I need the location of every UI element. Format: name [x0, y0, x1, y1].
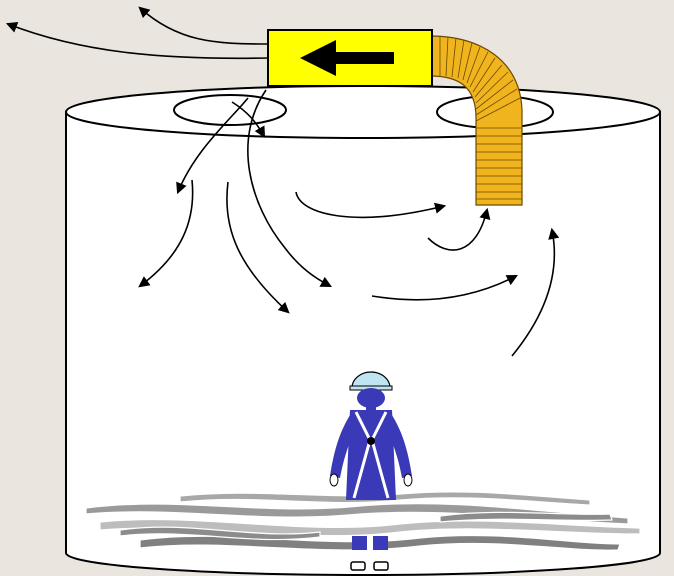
worker-neck	[366, 404, 376, 412]
intake-airflow	[138, 89, 332, 314]
exhaust-airflow	[5, 6, 269, 60]
fan-arrow-shaft	[330, 52, 394, 64]
worker-helmet	[351, 371, 391, 389]
exhaust-arrow-lower	[5, 22, 269, 60]
intake-arrow-1	[176, 97, 249, 195]
worker-hand-right	[403, 473, 413, 487]
circulation-arrow-2	[427, 207, 491, 251]
manhole-left	[173, 94, 287, 126]
tank-body	[65, 111, 661, 576]
worker-arm-left	[330, 412, 358, 478]
worker-head	[357, 388, 385, 408]
internal-airflow	[295, 191, 560, 357]
duct-ribs	[439, 36, 522, 200]
intake-arrow-4	[138, 179, 194, 288]
worker-harness	[352, 411, 390, 499]
circulation-arrow-1	[295, 191, 447, 219]
worker-arm-right	[384, 412, 412, 478]
harness-d-ring	[367, 437, 375, 445]
worker-boot-left	[350, 561, 366, 571]
fan-arrow-left-icon	[300, 40, 336, 76]
worker-boot-right	[373, 561, 389, 571]
intake-arrow-2	[231, 101, 266, 138]
tank-top-rim	[65, 85, 661, 139]
circulation-arrow-4	[511, 227, 560, 357]
worker-hand-left	[329, 473, 339, 487]
duct-body	[429, 35, 523, 206]
worker-figure	[329, 371, 413, 571]
intake-arrow-5	[226, 181, 290, 314]
exhaust-arrow-upper	[138, 6, 269, 45]
fan-body	[267, 29, 433, 87]
intake-arrow-3	[247, 89, 332, 288]
circulation-arrow-3	[371, 274, 518, 301]
flexible-duct	[429, 35, 523, 206]
exhaust-fan	[267, 29, 433, 87]
